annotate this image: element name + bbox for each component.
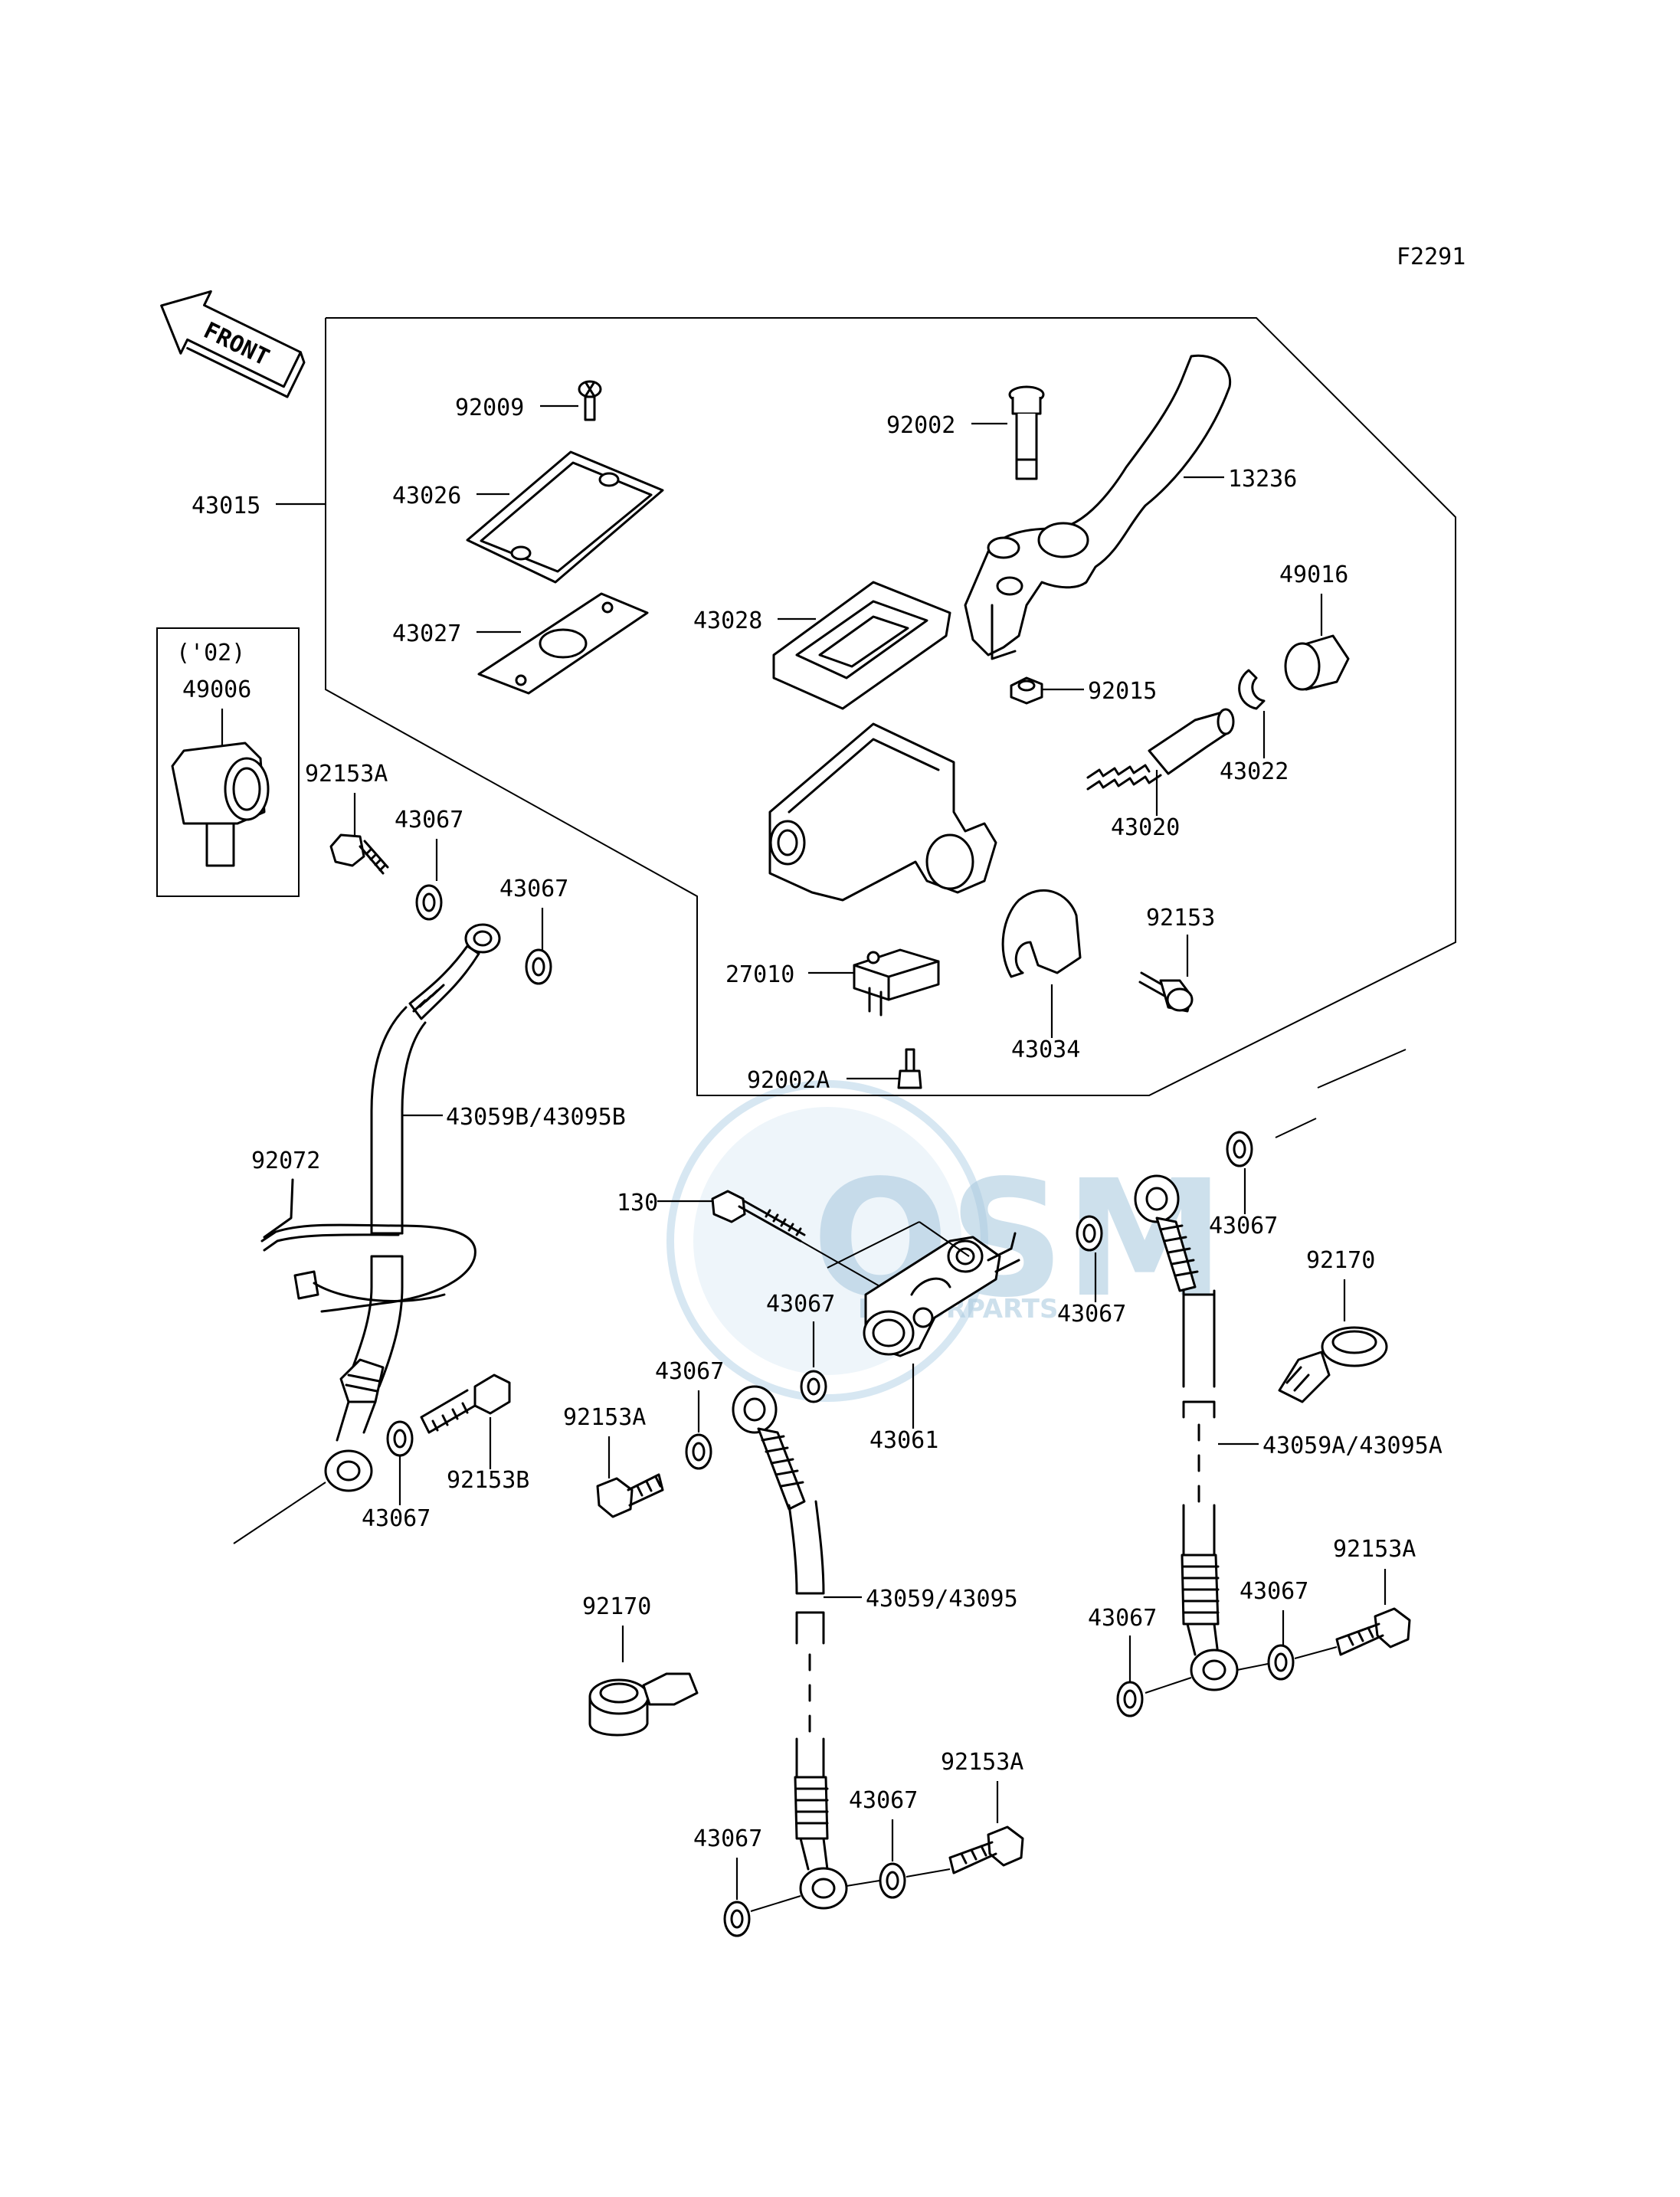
label-43059A: 43059A/43095A	[1262, 1432, 1443, 1459]
clamp-43034	[1001, 889, 1082, 978]
cap-43026	[466, 450, 664, 584]
bolt-92153	[1138, 971, 1194, 1013]
label-43026: 43026	[392, 483, 461, 509]
band-92072	[260, 1178, 476, 1313]
label-43022: 43022	[1220, 758, 1289, 785]
label-92153A-top: 92153A	[305, 761, 388, 787]
label-92153B: 92153B	[447, 1467, 529, 1494]
banjo-bolt-92153A-right	[1335, 1607, 1411, 1656]
inset-box	[156, 627, 300, 897]
hose-43059B	[233, 923, 501, 1544]
boot-49006	[171, 742, 270, 867]
label-130: 130	[617, 1190, 658, 1216]
washer-43067-j	[723, 1901, 751, 1937]
label-43034: 43034	[1011, 1036, 1080, 1063]
washer-43067-b	[525, 948, 552, 985]
washer-43067-g	[1267, 1644, 1295, 1681]
diaphragm-43028	[772, 581, 951, 710]
label-43027: 43027	[392, 620, 461, 647]
washer-43067-a	[415, 884, 443, 921]
front-arrow-icon: FRONT	[160, 290, 306, 398]
label-43067-c: 43067	[362, 1505, 431, 1532]
label-43067-i: 43067	[655, 1358, 724, 1385]
label-43059B: 43059B/43095B	[446, 1104, 626, 1131]
hose-43059	[732, 1385, 848, 1910]
switch-27010	[853, 948, 940, 1017]
label-43067-h: 43067	[1088, 1605, 1157, 1632]
label-43028: 43028	[693, 607, 762, 634]
plate-43027	[477, 592, 649, 695]
label-92072: 92072	[251, 1148, 320, 1174]
washer-43067-f	[1226, 1131, 1253, 1167]
washer-43067-c	[386, 1420, 414, 1457]
assembly-outline	[325, 317, 1456, 1096]
hose-43059A	[1134, 1174, 1239, 1691]
label-43059: 43059/43095	[866, 1586, 1018, 1613]
washer-43067-k	[879, 1862, 906, 1899]
label-92015: 92015	[1088, 678, 1157, 705]
inset-note: ('02)	[176, 640, 245, 666]
screw-92002A	[897, 1048, 922, 1089]
label-43015: 43015	[192, 493, 260, 519]
label-92153: 92153	[1146, 905, 1215, 932]
nut-92015	[1010, 676, 1043, 705]
bolt-92153B	[420, 1374, 511, 1434]
master-cylinder-body	[768, 722, 997, 902]
label-49016: 49016	[1279, 562, 1348, 588]
label-43067-e: 43067	[1057, 1301, 1126, 1328]
piston-43020	[1086, 708, 1235, 791]
label-43067-j: 43067	[693, 1825, 762, 1852]
figure-code: F2291	[1397, 244, 1465, 270]
banjo-bolt-92153A-bottom	[948, 1825, 1024, 1874]
label-43067-f: 43067	[1209, 1213, 1278, 1239]
joint-43061	[827, 1221, 1020, 1357]
washer-43067-h	[1116, 1681, 1144, 1717]
label-92153A-bottom: 92153A	[941, 1749, 1023, 1776]
bolt-130	[711, 1190, 882, 1288]
label-43061: 43061	[869, 1427, 938, 1454]
banjo-bolt-92153A-mid	[596, 1473, 664, 1518]
label-43067-d: 43067	[766, 1291, 835, 1318]
label-92153A-mid: 92153A	[563, 1404, 646, 1431]
label-43067-b: 43067	[499, 876, 568, 902]
boot-49016	[1284, 634, 1350, 691]
washer-43067-i	[685, 1433, 712, 1470]
label-43067-k: 43067	[849, 1787, 918, 1814]
label-43020: 43020	[1111, 814, 1180, 841]
banjo-bolt-92153A-top	[329, 833, 389, 875]
label-92170-right: 92170	[1306, 1247, 1375, 1274]
label-43067-g: 43067	[1240, 1578, 1308, 1605]
washer-43067-e	[1076, 1215, 1103, 1252]
label-92009: 92009	[455, 395, 524, 421]
label-92153A-right: 92153A	[1333, 1536, 1416, 1563]
label-13236: 13236	[1228, 466, 1297, 493]
label-27010: 27010	[725, 961, 794, 988]
clamp-92170-right	[1278, 1326, 1388, 1403]
circlip-43022	[1238, 669, 1266, 710]
label-92002: 92002	[886, 412, 955, 439]
label-92002A: 92002A	[747, 1067, 830, 1094]
screw-92009	[578, 380, 602, 421]
clamp-92170-left	[588, 1672, 699, 1737]
lever-13236	[964, 354, 1232, 660]
washer-43067-d	[800, 1370, 827, 1403]
label-92170-left: 92170	[582, 1593, 651, 1620]
label-49006: 49006	[182, 676, 251, 703]
pin-92002	[1008, 385, 1045, 480]
label-43067-a: 43067	[395, 807, 463, 833]
